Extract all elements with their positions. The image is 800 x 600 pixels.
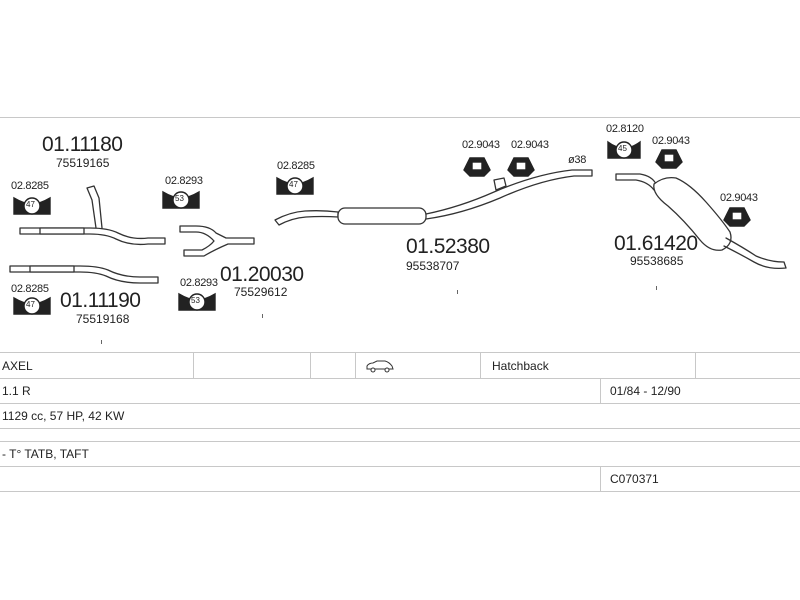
clamp-number-y-upper: 02.8293 [165,175,203,187]
y-pipe [179,225,255,257]
spec-engine-details: 1129 cc, 57 HP, 42 KW [2,409,125,423]
clamp-icon-y-upper [162,190,200,209]
part-ref-rear-silencer: 95538685 [630,254,684,268]
clamp-badge-rear: 45 [618,144,627,153]
clamp-number-rear: 02.8120 [606,123,644,135]
clamp-icon-rear [607,140,641,159]
hanger-icon-rear-2 [723,207,751,227]
tick-mark [262,314,263,318]
clamp-icon-lower-left [13,296,51,315]
spec-period: 01/84 - 12/90 [610,384,681,398]
hanger-number-1: 02.9043 [462,139,500,151]
front-pipe-upper [19,185,166,246]
clamp-number-y-lower: 02.8293 [180,277,218,289]
spec-note: - T° TATB, TAFT [2,447,89,461]
part-number-front-pipe-lower: 01.11190 [60,289,141,312]
clamp-icon-mid [276,176,314,195]
rear-silencer-assembly [615,173,787,270]
clamp-number-upper-left: 02.8285 [11,180,49,192]
part-number-rear-silencer: 01.61420 [614,232,698,255]
spec-row-spacer [0,429,800,442]
exhaust-diagram [9,140,787,315]
part-number-middle-silencer: 01.52380 [406,235,490,258]
spec-row-make: AXEL Hatchback [0,353,800,379]
part-number-front-pipe-upper: 01.11180 [42,133,123,156]
clamp-badge-lower-left: 47 [26,300,35,309]
spec-row-code: C070371 [0,467,800,492]
tick-mark [457,290,458,294]
spec-row-engine: 1.1 R 01/84 - 12/90 [0,379,800,404]
part-ref-front-pipe-upper: 75519165 [56,156,110,170]
tick-mark [101,340,102,344]
spec-make: AXEL [2,358,33,373]
spec-engine-name: 1.1 R [2,384,31,398]
part-ref-middle-silencer: 95538707 [406,259,460,273]
hanger-number-2: 02.9043 [511,139,549,151]
hanger-number-rear-2: 02.9043 [720,192,758,204]
hanger-icon-2 [507,157,535,177]
hanger-icon-rear-1 [655,149,683,169]
clamp-badge-y-upper: 53 [175,194,184,203]
clamp-badge-y-lower: 53 [191,296,200,305]
clamp-number-lower-left: 02.8285 [11,283,49,295]
pipe-diameter-label: ø38 [568,154,587,166]
part-number-y-pipe: 01.20030 [220,263,304,286]
hanger-icon-1 [463,157,491,177]
spec-body-type: Hatchback [492,358,549,373]
clamp-badge-upper-left: 47 [26,200,35,209]
car-body-icon [365,353,395,378]
part-ref-y-pipe: 75529612 [234,285,288,299]
part-ref-front-pipe-lower: 75519168 [76,312,130,326]
top-separator [0,117,800,118]
clamp-icon-y-lower [178,292,216,311]
clamp-number-mid: 02.8285 [277,160,315,172]
spec-catalog-code: C070371 [610,472,659,486]
spec-row-engine-spec: 1129 cc, 57 HP, 42 KW [0,404,800,429]
clamp-icon-upper-left [13,196,51,215]
hanger-number-rear-1: 02.9043 [652,135,690,147]
clamp-badge-mid: 47 [289,180,298,189]
middle-silencer-assembly [274,169,593,226]
tick-mark [656,286,657,290]
front-pipe-lower [9,265,159,284]
spec-row-note: - T° TATB, TAFT [0,442,800,467]
vehicle-spec-table: AXEL Hatchback 1.1 R 01/84 - 12/90 1129 … [0,352,800,492]
